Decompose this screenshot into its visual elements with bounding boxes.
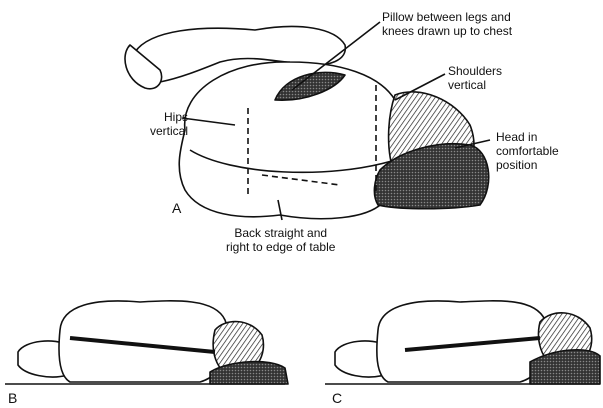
label-back: Back straight and right to edge of table xyxy=(226,226,335,254)
label-hips: Hips vertical xyxy=(150,110,188,138)
label-hips-line-2: vertical xyxy=(150,124,188,138)
label-hips-line-1: Hips xyxy=(150,110,188,124)
panel-label-a: A xyxy=(172,200,181,216)
panel-c-drawing xyxy=(325,301,600,384)
panel-label-b: B xyxy=(8,390,17,406)
label-pillow-line-2: knees drawn up to chest xyxy=(382,24,512,38)
label-pillow: Pillow between legs and knees drawn up t… xyxy=(382,10,512,38)
label-back-line-2: right to edge of table xyxy=(226,240,335,254)
b-body xyxy=(59,301,229,382)
label-shoulders-line-2: vertical xyxy=(448,78,502,92)
panel-b-drawing xyxy=(5,301,288,384)
label-head-line-2: comfortable xyxy=(496,144,559,158)
label-head: Head in comfortable position xyxy=(496,130,559,172)
label-shoulders-line-1: Shoulders xyxy=(448,64,502,78)
label-back-line-1: Back straight and xyxy=(226,226,335,240)
label-pillow-line-1: Pillow between legs and xyxy=(382,10,512,24)
label-shoulders: Shoulders vertical xyxy=(448,64,502,92)
label-head-line-3: position xyxy=(496,158,559,172)
label-head-line-1: Head in xyxy=(496,130,559,144)
panel-label-c: C xyxy=(332,390,342,406)
